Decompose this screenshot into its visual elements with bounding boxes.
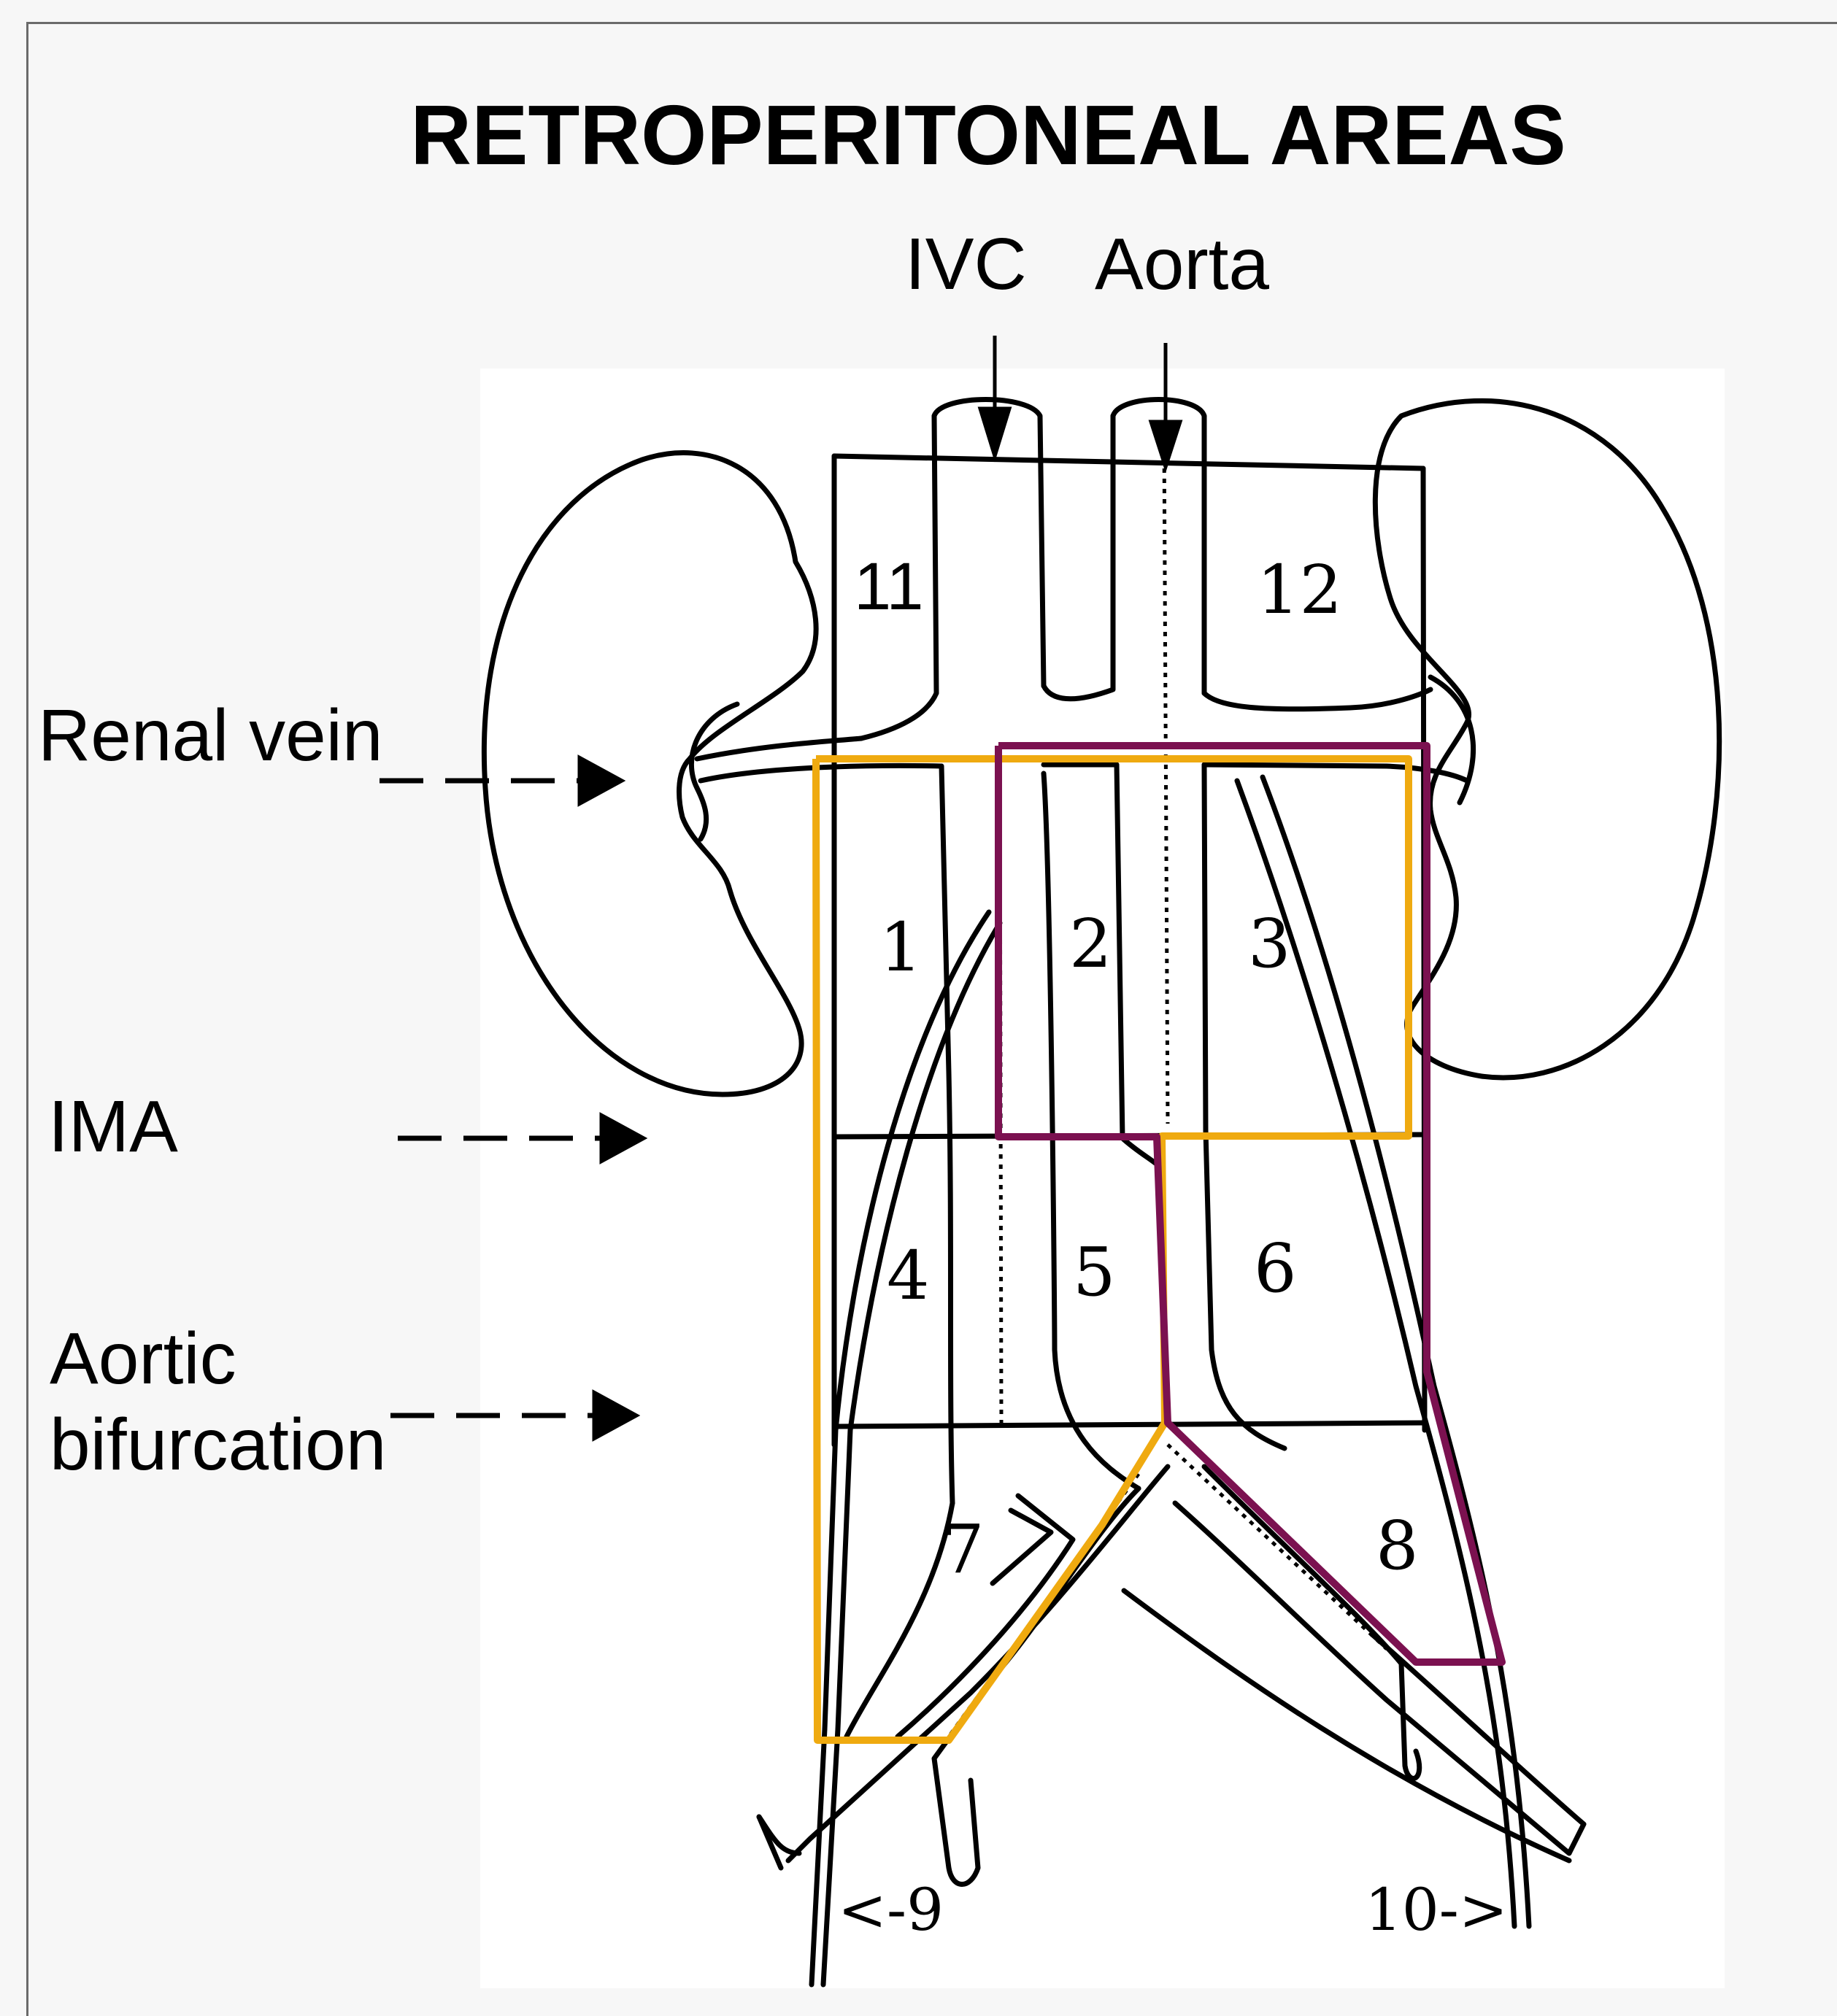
zone-7-number: 7 xyxy=(941,1510,985,1588)
zone-12-number: 12 xyxy=(1257,551,1342,629)
zone-11-number: 11 xyxy=(854,549,924,624)
zone-8-number: 8 xyxy=(1376,1507,1419,1585)
zone-1-number: 1 xyxy=(879,908,923,986)
zone-3-number: 3 xyxy=(1248,905,1291,983)
diagram-panel xyxy=(480,368,1725,1988)
zone-10-number: 10-> xyxy=(1365,1876,1508,1944)
zone-5-number: 5 xyxy=(1073,1233,1116,1311)
zone-2-number: 2 xyxy=(1069,905,1112,983)
zone-9-number: <-9 xyxy=(838,1876,944,1944)
zone-4-number: 4 xyxy=(887,1237,930,1315)
zone-6-number: 6 xyxy=(1254,1229,1297,1308)
